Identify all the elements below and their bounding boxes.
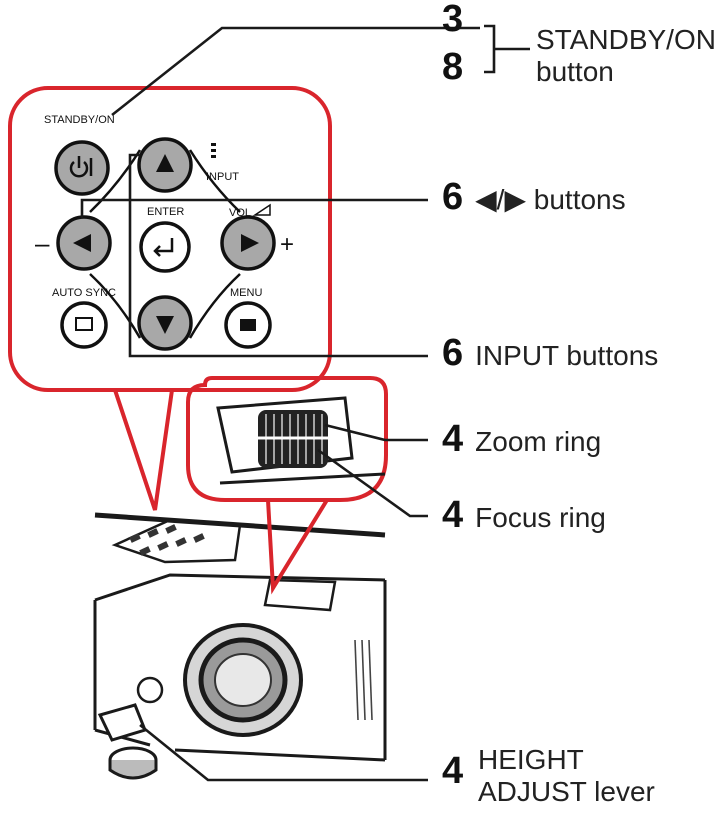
leader-standby [111,26,480,117]
arrow-up-icon [156,154,174,172]
standby-callout-line2: button [536,56,614,87]
input-up-button[interactable] [137,137,193,193]
menu-button[interactable] [224,301,272,349]
zoom-focus-ring [256,410,330,468]
leader-lines [80,24,530,782]
arrow-left-icon [73,234,91,252]
height-adjust-lever [97,703,158,780]
callout-height-text: HEIGHT ADJUST lever [478,744,655,808]
zoom-inset-housing [216,396,354,474]
right-button[interactable] [220,215,276,271]
autosync-button[interactable] [60,301,108,349]
panel-mini-buttons [129,524,205,556]
projector-vents [354,639,373,721]
callout-standby-8: 8 [442,46,463,89]
callout-number: 4 [442,418,464,460]
callout-number: 4 [442,750,464,792]
callout-label: ◀/▶ buttons [475,184,626,215]
callout-number: 6 [442,332,464,374]
minus-sign: – [35,228,50,258]
callout-label: Zoom ring [475,426,602,457]
callout-zoom-ring: 4 Zoom ring [442,418,601,461]
zoom-inset-border [186,376,388,502]
vol-panel-label: VOL [229,207,251,219]
autosync-panel-label: AUTO SYNC [52,287,116,299]
callout-lr-buttons: 6 ◀/▶ buttons [442,176,626,219]
height-callout-line2: ADJUST lever [478,776,655,807]
arrow-right-icon [241,234,259,252]
volume-icon [252,203,271,216]
callout-label: INPUT buttons [475,340,659,371]
callout-input-buttons: 6 INPUT buttons [442,332,658,375]
dpad-arcs [89,149,241,339]
callout-number: 8 [442,46,464,88]
power-button[interactable] [54,140,110,196]
callout-height-adjust: 4 [442,750,463,793]
enter-panel-label: ENTER [147,206,184,218]
arrow-down-icon [156,316,174,334]
height-callout-line1: HEIGHT [478,744,584,775]
callout-number: 6 [442,176,464,218]
leader-height [139,723,428,782]
enter-icon [153,238,174,257]
standby-callout-line1: STANDBY/ON [536,24,716,55]
bracket-standby [484,24,530,74]
zoom-inset-pointer [266,498,329,595]
callout-number: 4 [442,494,464,536]
ir-sensor [136,676,164,704]
autosync-icon [75,317,93,331]
menu-panel-label: MENU [230,287,262,299]
plus-sign: + [280,231,294,258]
input-panel-label: INPUT [206,171,239,183]
input-indicator-icon [211,143,216,158]
callout-standby-text: STANDBY/ON button [536,24,716,88]
callout-label: Focus ring [475,502,606,533]
input-down-button[interactable] [137,295,193,351]
leader-zoom [324,423,428,442]
standby-on-panel-label: STANDBY/ON [44,114,115,126]
left-button[interactable] [56,215,112,271]
callout-standby-3: 3 [442,0,463,41]
zoom-inset-edge [219,472,386,485]
panel-inset-pointer [113,389,174,511]
enter-button[interactable] [139,221,191,273]
power-icon [69,156,93,178]
menu-icon [240,319,256,331]
callout-focus-ring: 4 Focus ring [442,494,606,537]
callout-number: 3 [442,0,464,40]
leader-buttons-lr [80,198,428,218]
projector-lens [183,623,303,737]
leader-input [128,153,428,358]
leader-focus [317,448,428,518]
